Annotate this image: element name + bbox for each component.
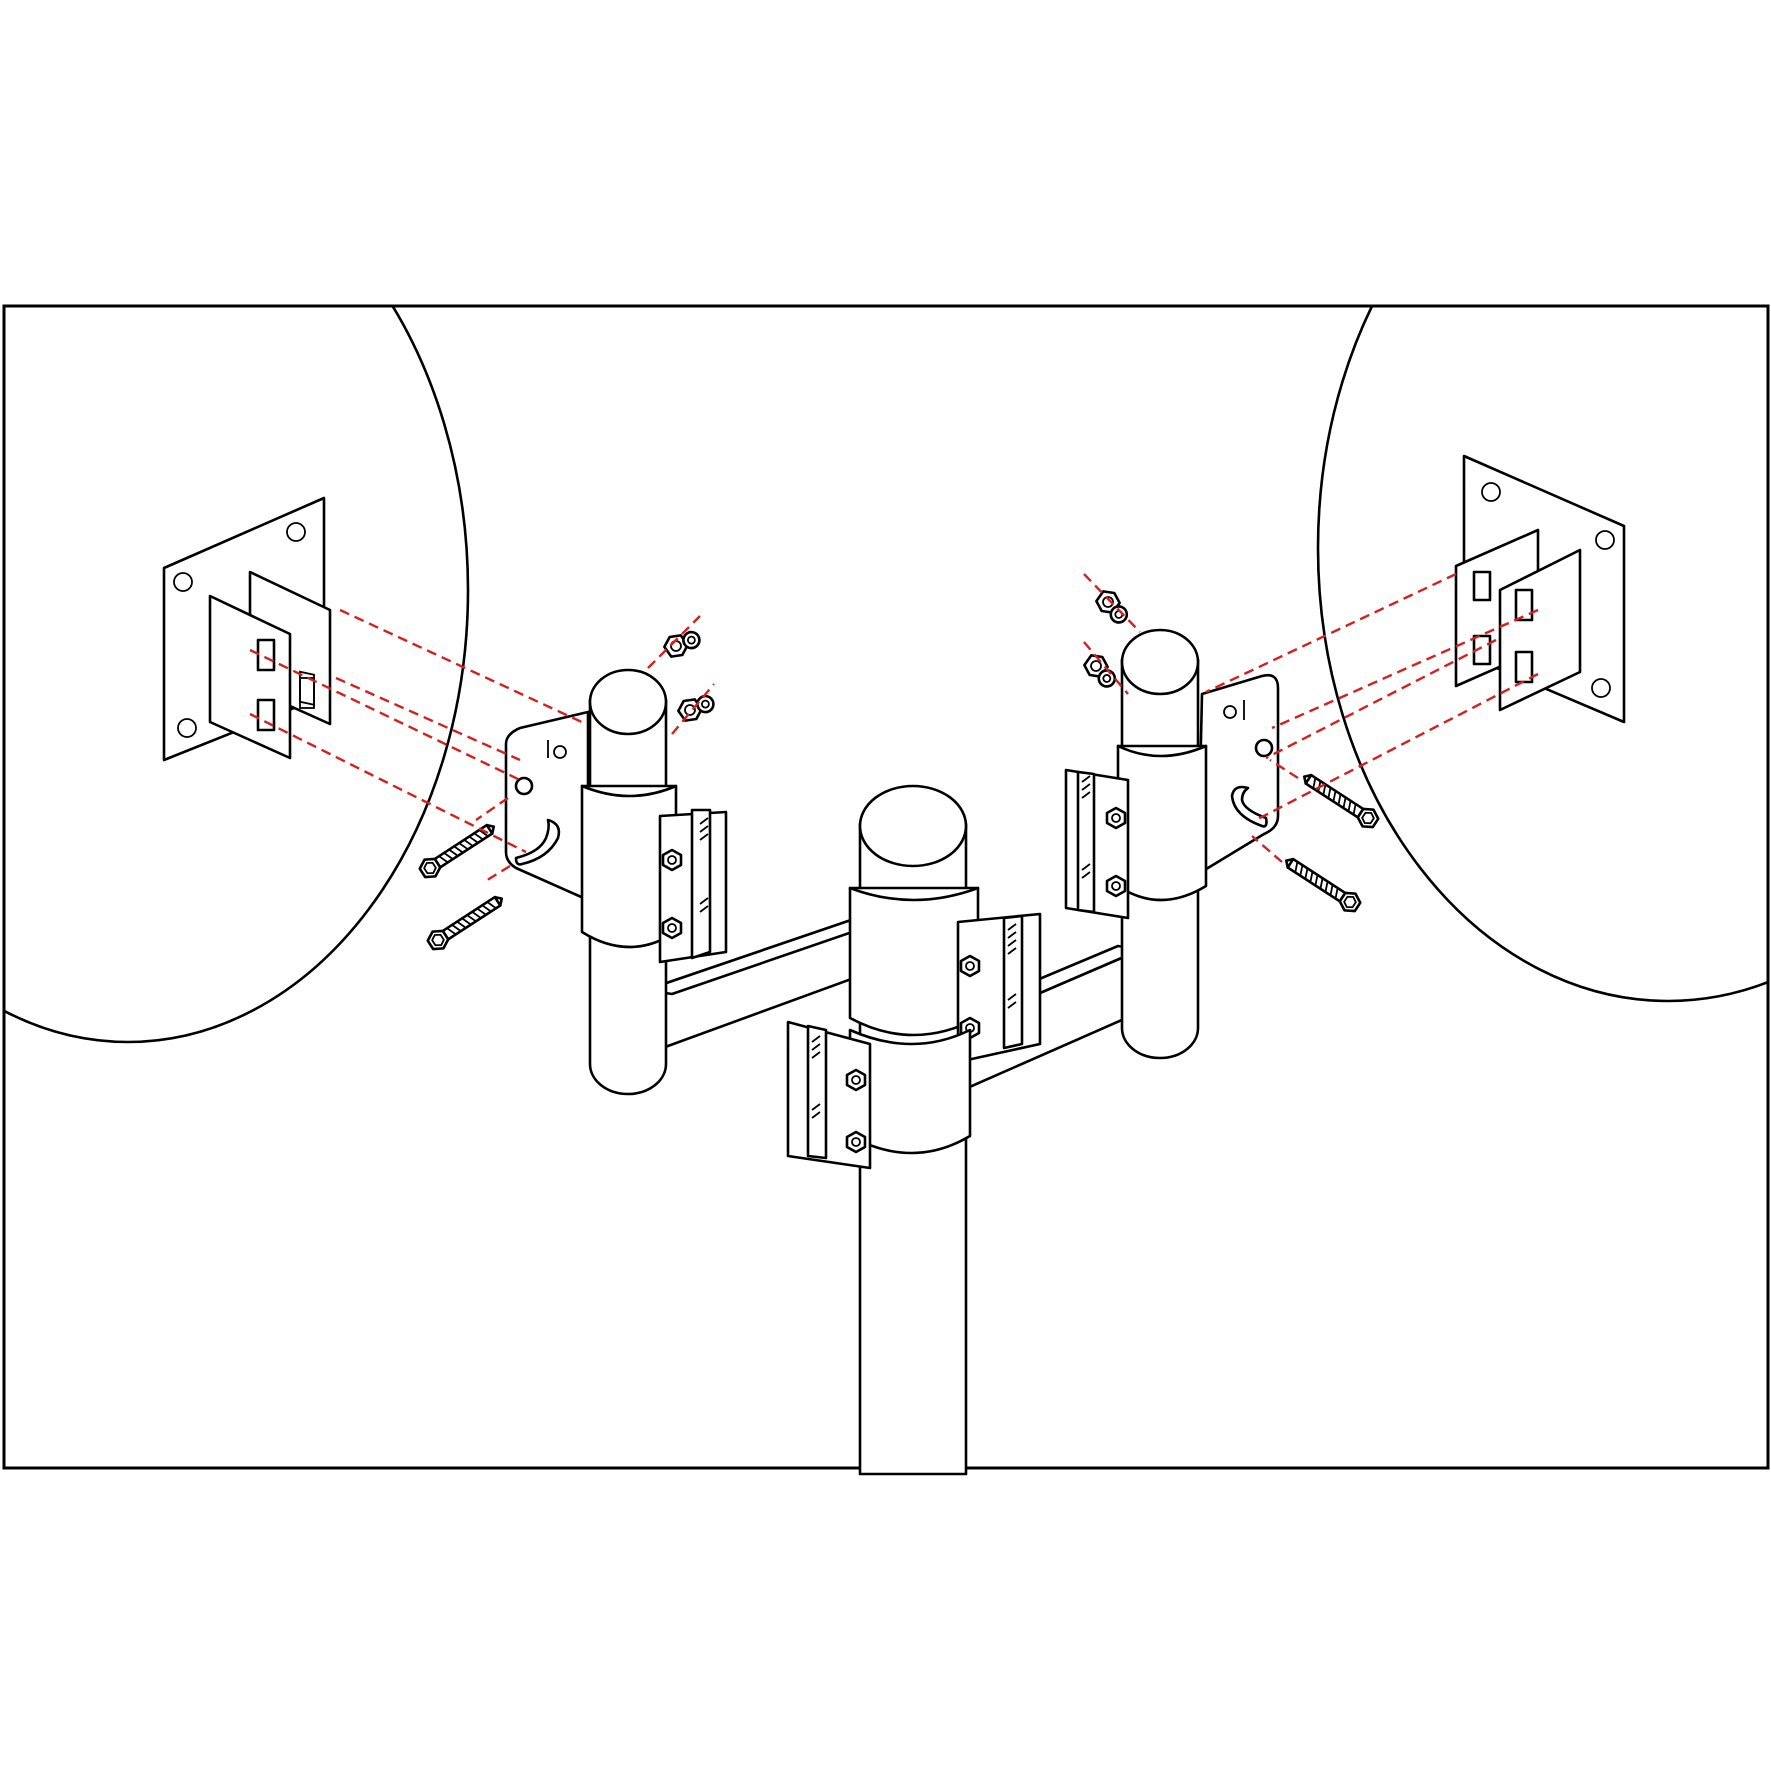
right-mounting-plate-icon xyxy=(1454,454,1626,724)
center-clamp-icon xyxy=(786,886,1042,1170)
alignment-lines xyxy=(249,572,1539,884)
right-clamp-bracket-icon xyxy=(1064,673,1280,920)
right-mirror-disc-icon xyxy=(1316,306,1768,1003)
left-clamp-bracket-icon xyxy=(504,710,728,964)
left-mirror-disc-icon xyxy=(4,306,470,1044)
left-mounting-plate-icon xyxy=(162,496,332,762)
